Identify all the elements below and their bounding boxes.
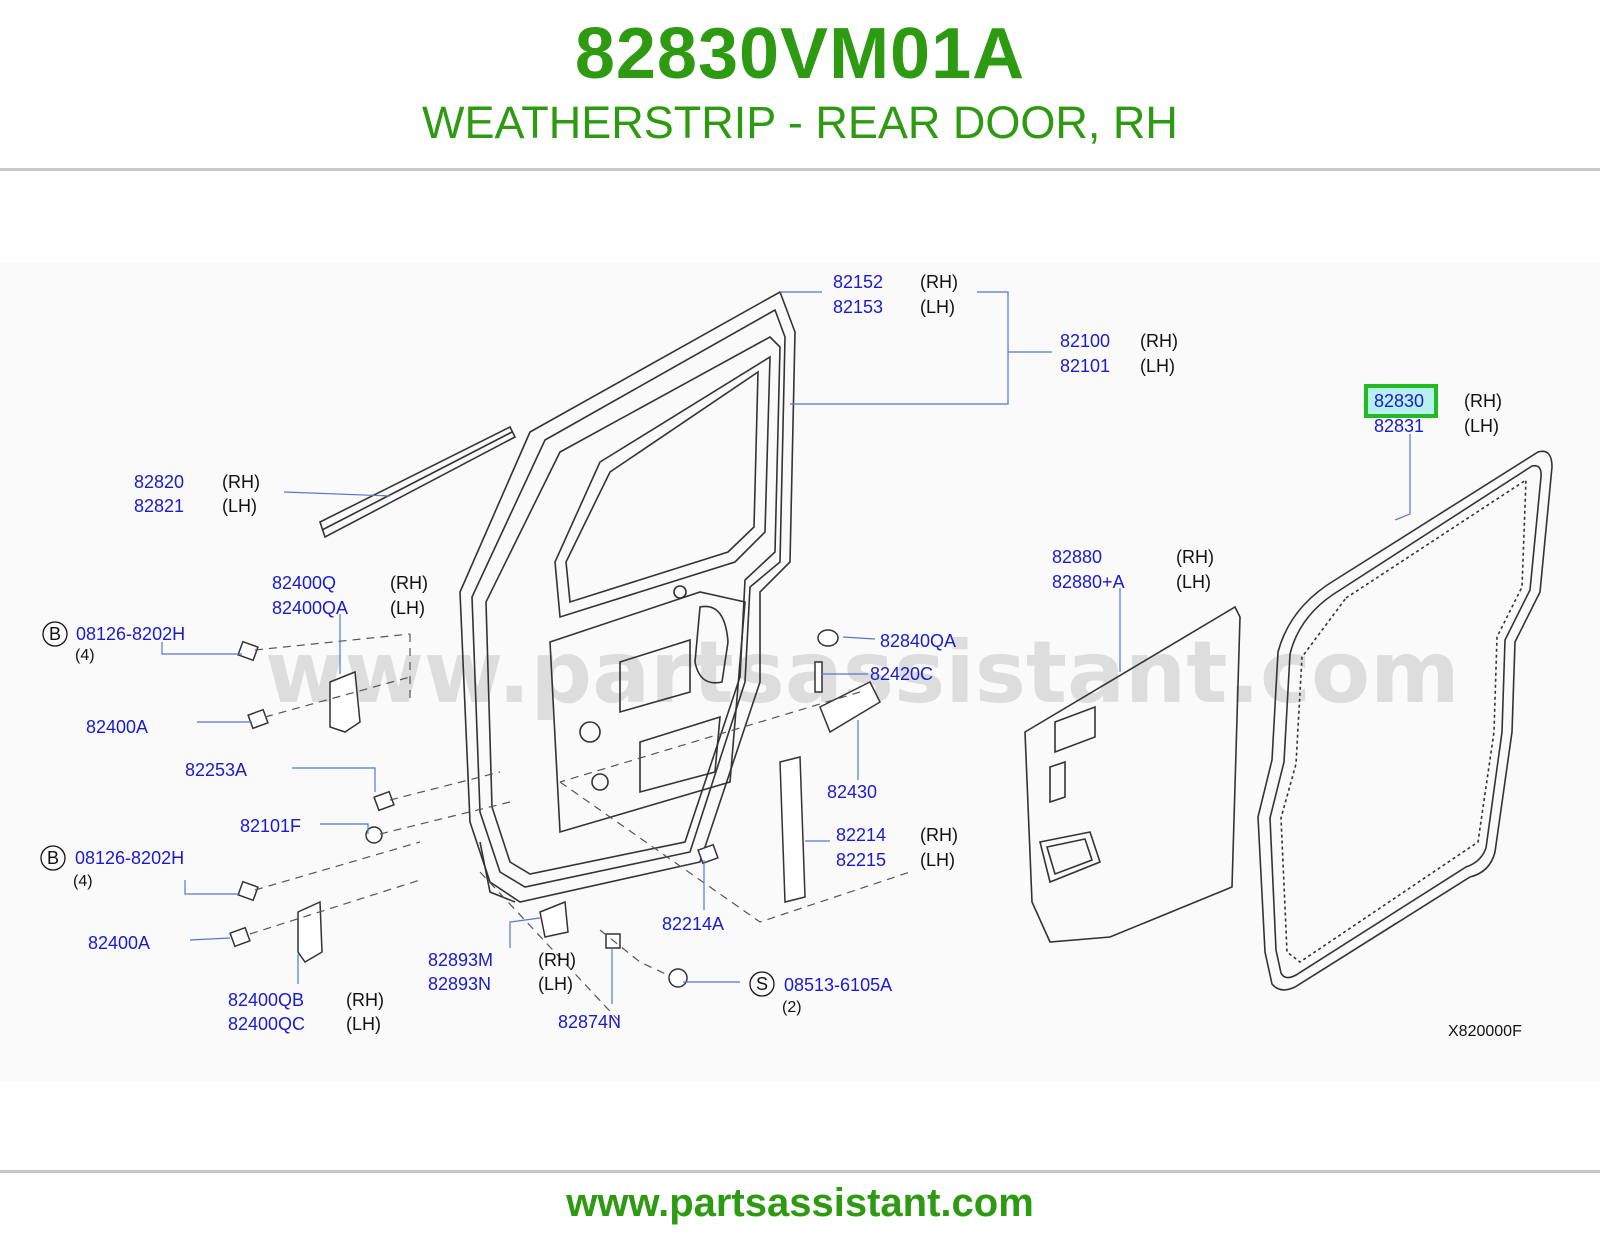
- callout-82420c[interactable]: 82420C: [870, 664, 933, 684]
- marker-s: S: [756, 974, 768, 994]
- page-header: 82830VM01A WEATHERSTRIP - REAR DOOR, RH: [0, 0, 1600, 170]
- callout-82880-a[interactable]: 82880+A: [1052, 572, 1125, 592]
- side-lh: (LH): [346, 1014, 381, 1034]
- hinge-drawings: [229, 629, 881, 988]
- callout-82430[interactable]: 82430: [827, 782, 877, 802]
- callout-82214a[interactable]: 82214A: [662, 914, 724, 934]
- callout-08513-6105a[interactable]: 08513-6105A: [784, 975, 892, 995]
- callout-82214[interactable]: 82214: [836, 825, 886, 845]
- callout-82153[interactable]: 82153: [833, 297, 883, 317]
- marker-s-circle: [749, 971, 775, 997]
- callout-82400q[interactable]: 82400Q: [272, 573, 336, 593]
- marker-b-circle: [42, 621, 68, 647]
- side-rh: (RH): [222, 472, 260, 492]
- weatherstrip-drawing: [1257, 450, 1553, 991]
- callout-82101[interactable]: 82101: [1060, 356, 1110, 376]
- diagram-code: X820000F: [1448, 1023, 1522, 1040]
- marker-b: B: [49, 624, 61, 644]
- parts-diagram-panel: www.partsassistant.com: [0, 262, 1600, 1082]
- side-lh: (LH): [920, 297, 955, 317]
- side-lh: (LH): [1140, 356, 1175, 376]
- callout-82100[interactable]: 82100: [1060, 331, 1110, 351]
- callout-82400a-lower[interactable]: 82400A: [88, 933, 150, 953]
- part-number-title: 82830VM01A: [574, 14, 1026, 94]
- callout-82400a-upper[interactable]: 82400A: [86, 717, 148, 737]
- assembly-axes: [249, 633, 911, 1023]
- quantity-2: (2): [782, 999, 802, 1016]
- side-rh: (RH): [538, 950, 576, 970]
- side-rh: (RH): [390, 573, 428, 593]
- callout-82400qc[interactable]: 82400QC: [228, 1014, 305, 1034]
- callout-82874n[interactable]: 82874N: [558, 1012, 621, 1032]
- callout-82840qa[interactable]: 82840QA: [880, 631, 956, 651]
- side-rh: (RH): [1176, 547, 1214, 567]
- side-rh: (RH): [346, 990, 384, 1010]
- callout-82820[interactable]: 82820: [134, 472, 184, 492]
- side-rh: (RH): [1140, 331, 1178, 351]
- footer-website-link[interactable]: www.partsassistant.com: [566, 1181, 1034, 1225]
- leader-lines: [161, 291, 1411, 1004]
- side-lh: (LH): [538, 974, 573, 994]
- callout-82893m[interactable]: 82893M: [428, 950, 493, 970]
- side-rh: (RH): [920, 825, 958, 845]
- callout-82821[interactable]: 82821: [134, 496, 184, 516]
- marker-b: B: [47, 848, 59, 868]
- callout-82152[interactable]: 82152: [833, 272, 883, 292]
- callout-82893n[interactable]: 82893N: [428, 974, 491, 994]
- door-trim-board-drawing: [1024, 605, 1241, 943]
- header-divider: [0, 168, 1600, 171]
- side-lh: (LH): [222, 496, 257, 516]
- callout-82253a[interactable]: 82253A: [185, 760, 247, 780]
- marker-b-circle: [40, 845, 66, 871]
- side-rh: (RH): [920, 272, 958, 292]
- side-lh: (LH): [1464, 416, 1499, 436]
- side-lh: (LH): [920, 850, 955, 870]
- part-description: WEATHERSTRIP - REAR DOOR, RH: [422, 97, 1178, 148]
- side-lh: (LH): [390, 598, 425, 618]
- door-shell-drawing: [319, 290, 796, 903]
- callout-08126-8202h-upper[interactable]: 08126-8202H: [76, 624, 185, 644]
- callout-82830-highlighted[interactable]: 82830: [1374, 391, 1424, 411]
- callout-labels: 82152 (RH) 82153 (LH) 82100 (RH) 82101 (…: [40, 272, 1522, 1040]
- callout-82101f[interactable]: 82101F: [240, 816, 301, 836]
- footer-divider: [0, 1170, 1600, 1173]
- parts-diagram: www.partsassistant.com: [40, 272, 1553, 1040]
- callout-82400qa[interactable]: 82400QA: [272, 598, 348, 618]
- callout-08126-8202h-lower[interactable]: 08126-8202H: [75, 848, 184, 868]
- callout-82215[interactable]: 82215: [836, 850, 886, 870]
- callout-82831[interactable]: 82831: [1374, 416, 1424, 436]
- side-lh: (LH): [1176, 572, 1211, 592]
- callout-82400qb[interactable]: 82400QB: [228, 990, 304, 1010]
- callout-82880[interactable]: 82880: [1052, 547, 1102, 567]
- highlight-box: [1364, 384, 1438, 418]
- quantity-4-upper: (4): [75, 647, 95, 664]
- side-rh: (RH): [1464, 391, 1502, 411]
- quantity-4-lower: (4): [73, 873, 93, 890]
